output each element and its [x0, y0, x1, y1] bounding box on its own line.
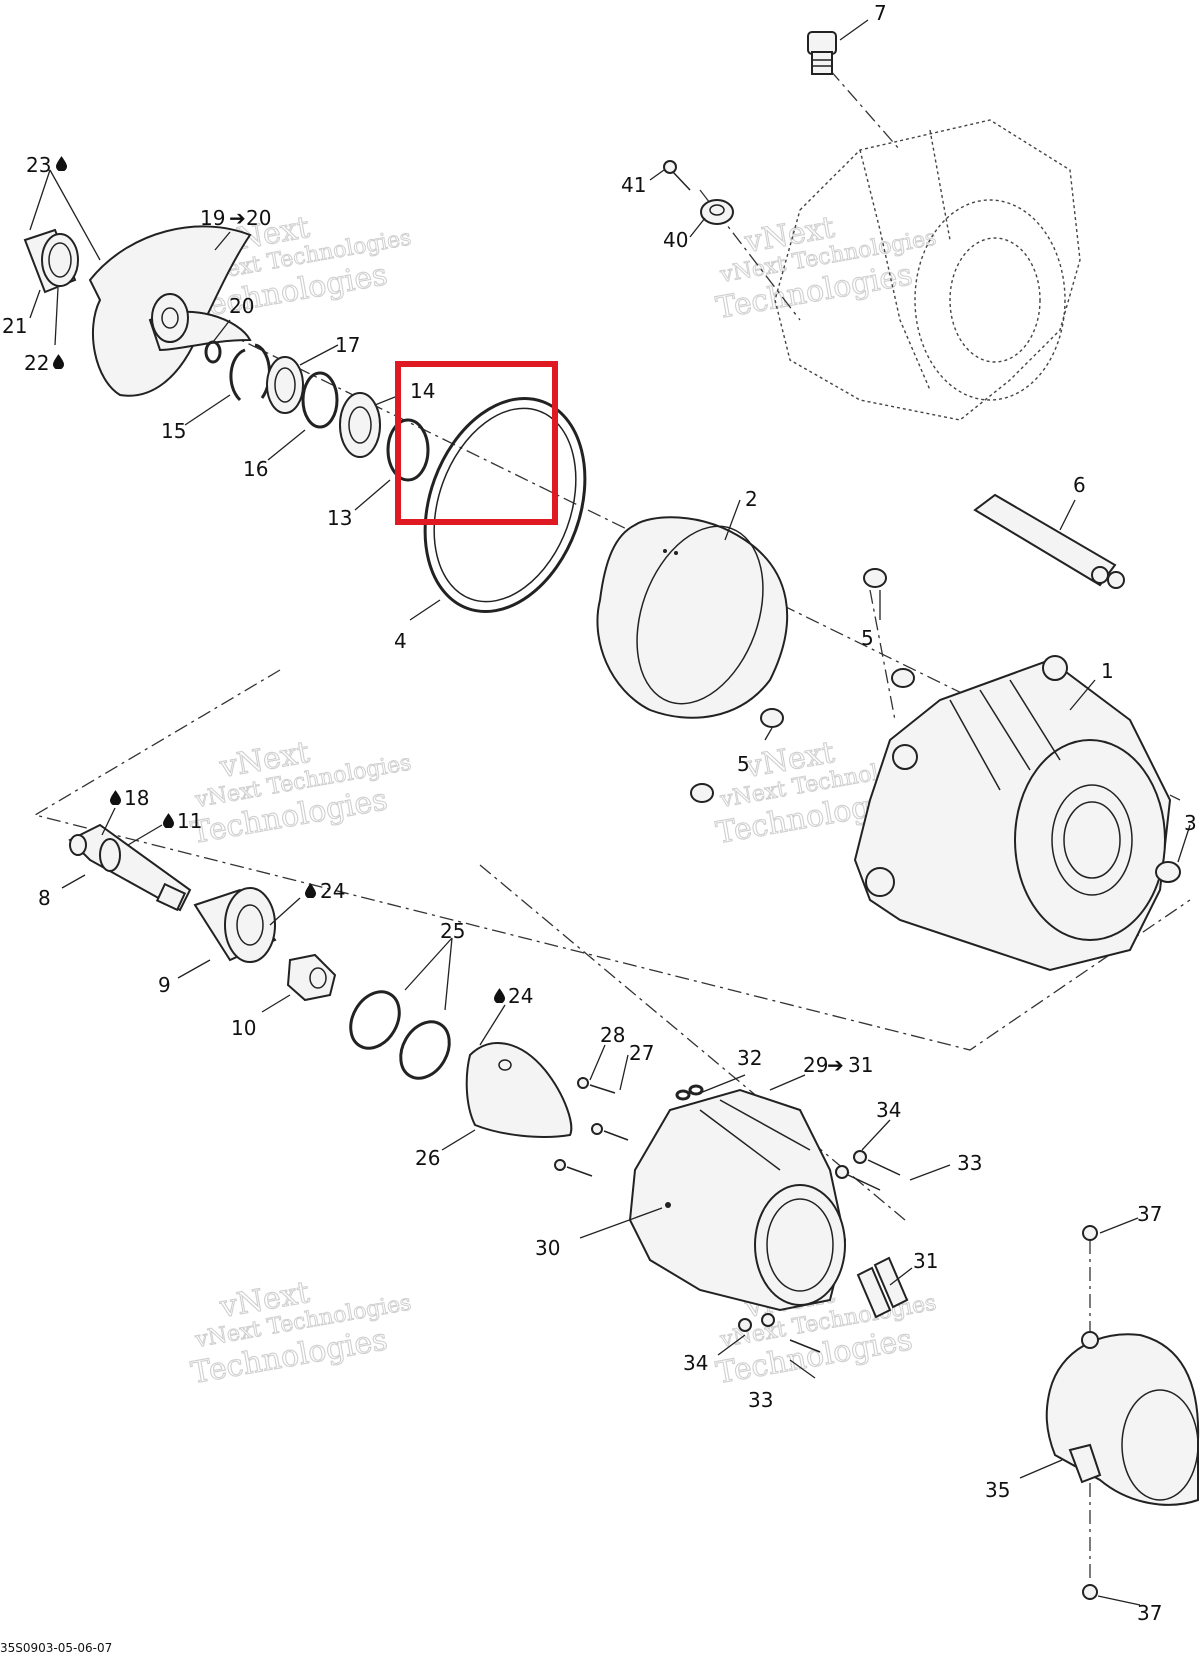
label-part-22: 22 — [24, 351, 64, 375]
label-part-17: 17 — [335, 333, 360, 357]
svg-text:29: 29 — [803, 1053, 828, 1077]
part-35-nozzle — [1045, 1331, 1200, 1506]
label-part-13: 13 — [327, 506, 352, 530]
label-part-28: 28 — [600, 1023, 625, 1047]
part-5-bushings — [690, 568, 915, 803]
part-19-impeller — [88, 225, 252, 397]
leader-lines — [29, 19, 1191, 1606]
part-10-nut — [286, 953, 337, 1002]
label-part-40: 40 — [663, 228, 688, 252]
label-part-23: 23 — [26, 153, 67, 177]
part-7-plug — [807, 31, 837, 75]
part-17-seal — [266, 356, 304, 414]
part-15-circlip — [229, 343, 271, 402]
label-part-20: 20 — [229, 294, 254, 318]
part-31-studs — [856, 1256, 909, 1319]
label-part-1: 1 — [1101, 659, 1114, 683]
label-part-14: 14 — [410, 379, 435, 403]
label-part-37-upper: 37 — [1137, 1202, 1162, 1226]
label-part-24-upper: 24 — [305, 879, 345, 903]
label-part-18: 18 — [110, 786, 149, 810]
label-part-37-lower: 37 — [1137, 1601, 1162, 1625]
svg-text:24: 24 — [508, 984, 533, 1008]
highlight-box — [395, 361, 558, 525]
part-33-34-screws-washers — [738, 1150, 901, 1353]
part-21-wear-sleeve — [23, 228, 79, 294]
part-37-screws — [1082, 1225, 1098, 1600]
part-4-wear-ring — [423, 396, 587, 614]
label-part-33-lower: 33 — [748, 1388, 773, 1412]
part-13-o-ring — [386, 418, 430, 482]
label-part-24-lower: 24 — [494, 984, 533, 1008]
label-part-30: 30 — [535, 1236, 560, 1260]
reference-housing-dotted — [774, 119, 1081, 421]
label-part-29-to-31: 29 ➔ 31 — [803, 1053, 873, 1077]
label-part-19-to-20: 19 ➔ 20 — [200, 206, 271, 230]
label-part-6: 6 — [1073, 473, 1086, 497]
part-25-o-rings — [349, 990, 451, 1080]
svg-text:➔: ➔ — [827, 1053, 844, 1077]
label-part-3: 3 — [1184, 811, 1197, 835]
label-part-11: 11 — [163, 809, 202, 833]
part-2-liner — [596, 516, 789, 719]
part-14-bearing-seal — [339, 392, 381, 458]
part-1-pump-housing — [853, 655, 1172, 972]
part-27-28-screws — [554, 1077, 629, 1177]
drawing-code: 35S0903-05-06-07 — [0, 1641, 112, 1655]
label-part-9: 9 — [158, 973, 171, 997]
part-8-drive-shaft — [68, 823, 192, 912]
part-41-screw — [663, 160, 691, 191]
svg-text:18: 18 — [124, 786, 149, 810]
part-40-grommet — [700, 199, 734, 225]
svg-text:23: 23 — [26, 153, 51, 177]
label-part-32: 32 — [737, 1046, 762, 1070]
label-part-21: 21 — [2, 314, 27, 338]
part-6-support — [973, 493, 1125, 589]
label-part-34-upper: 34 — [876, 1098, 901, 1122]
svg-text:31: 31 — [848, 1053, 873, 1077]
label-part-15: 15 — [161, 419, 186, 443]
part-labels: 7 41 40 6 1 3 2 4 5 5 23 19 ➔ 20 20 21 2… — [2, 1, 1197, 1625]
svg-text:20: 20 — [246, 206, 271, 230]
label-part-8: 8 — [38, 886, 51, 910]
part-9-bearing — [193, 887, 277, 963]
part-3-bushing — [1155, 861, 1181, 883]
label-part-41: 41 — [621, 173, 646, 197]
label-part-16: 16 — [243, 457, 268, 481]
label-part-4: 4 — [394, 629, 407, 653]
label-part-25: 25 — [440, 919, 465, 943]
label-part-10: 10 — [231, 1016, 256, 1040]
part-32-o-rings — [675, 1084, 704, 1101]
label-part-31: 31 — [913, 1249, 938, 1273]
label-part-33-upper: 33 — [957, 1151, 982, 1175]
label-part-26: 26 — [415, 1146, 440, 1170]
label-part-2: 2 — [745, 487, 758, 511]
label-part-5-upper: 5 — [861, 626, 874, 650]
part-26-cone — [465, 1042, 573, 1138]
svg-text:22: 22 — [24, 351, 49, 375]
part-16-ring — [301, 371, 339, 429]
label-part-27: 27 — [629, 1041, 654, 1065]
label-part-5-lower: 5 — [737, 752, 750, 776]
part-30-venturi — [628, 1088, 847, 1312]
label-part-35: 35 — [985, 1478, 1010, 1502]
svg-text:19: 19 — [200, 206, 225, 230]
svg-text:24: 24 — [320, 879, 345, 903]
label-part-34-lower: 34 — [683, 1351, 708, 1375]
part-20-o-ring — [204, 340, 222, 364]
svg-text:➔: ➔ — [229, 206, 246, 230]
svg-text:11: 11 — [177, 809, 202, 833]
label-part-7: 7 — [874, 1, 887, 25]
